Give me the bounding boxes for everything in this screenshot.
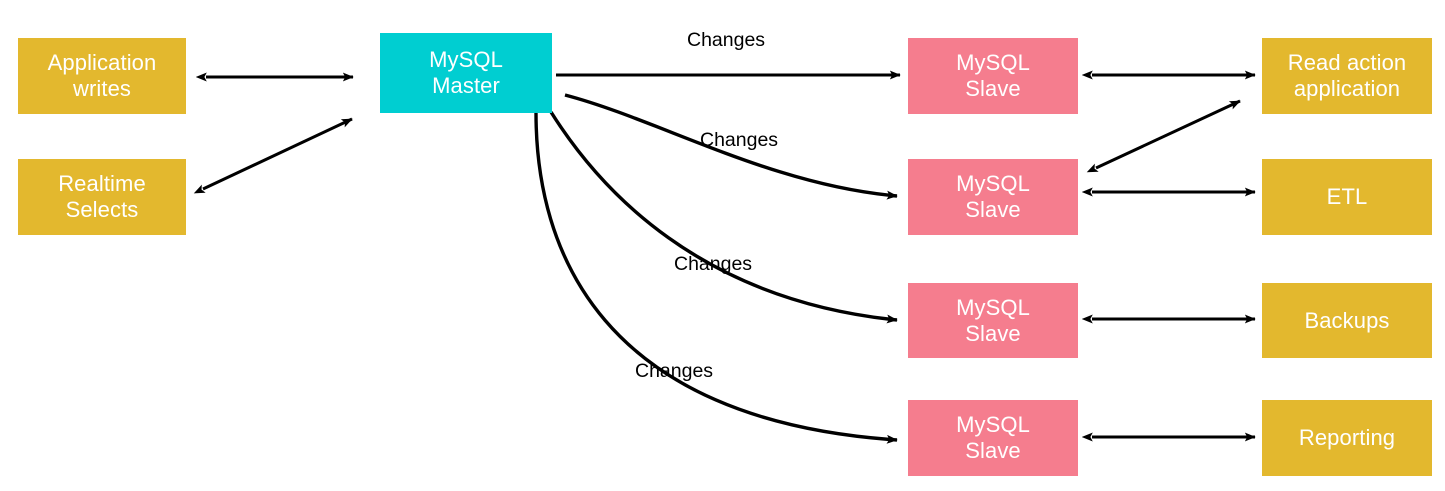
edge-realtime-selects-to-master: [193, 117, 353, 194]
edge-label-changes-1: Changes: [687, 29, 766, 51]
edge-label-changes-4: Changes: [635, 360, 714, 382]
node-label: Reporting: [1298, 425, 1396, 451]
node-reporting[interactable]: Reporting: [1262, 400, 1432, 476]
edge-master-to-slave-2: [564, 93, 898, 200]
edge-master-to-slave-4: [534, 112, 898, 444]
node-etl[interactable]: ETL: [1262, 159, 1432, 235]
edge-label-changes-3: Changes: [674, 253, 753, 275]
edge-master-to-slave-3: [549, 111, 898, 324]
node-label: ETL: [1326, 184, 1368, 210]
node-label: Backups: [1304, 307, 1390, 333]
edge-slave-2-to-read-action: [1086, 99, 1241, 173]
edge-label-changes-2: Changes: [700, 129, 779, 151]
node-backups[interactable]: Backups: [1262, 283, 1432, 358]
